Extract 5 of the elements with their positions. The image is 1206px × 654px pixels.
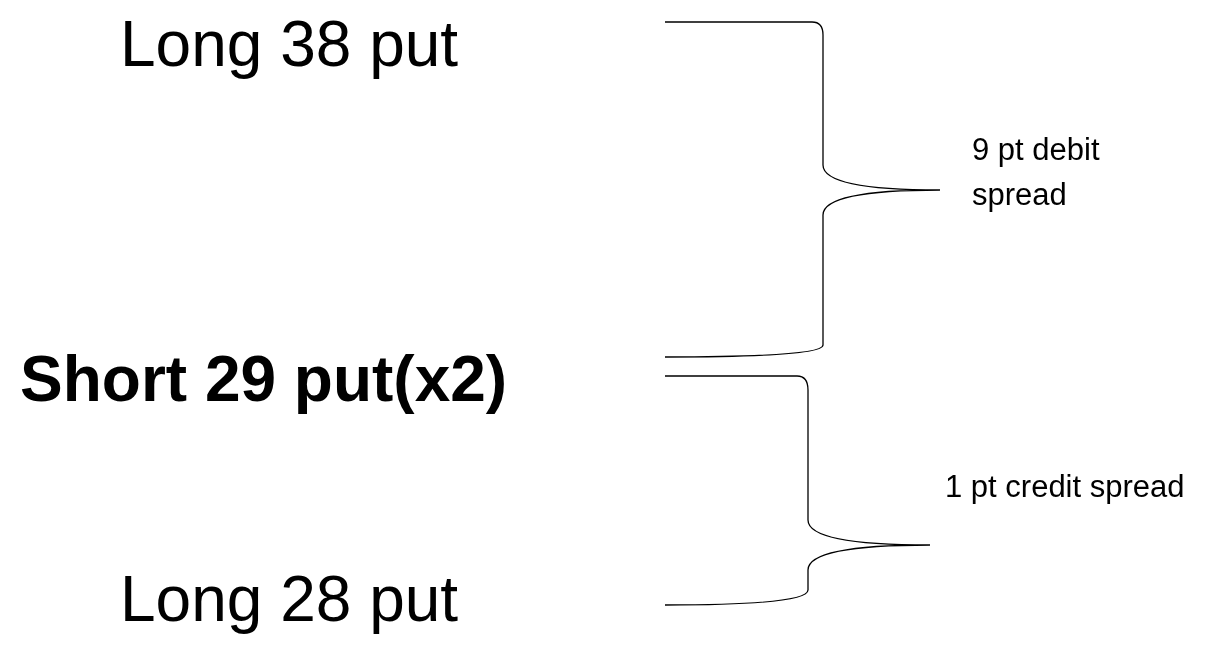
position-label: Long 38 put xyxy=(120,8,459,82)
annotation-text: 1 pt credit spread xyxy=(945,468,1186,506)
position-label: Long 28 put xyxy=(120,563,459,637)
position-label: Short 29 put(x2) xyxy=(20,343,508,417)
annotation-text: 9 pt debit spread xyxy=(972,131,1101,214)
